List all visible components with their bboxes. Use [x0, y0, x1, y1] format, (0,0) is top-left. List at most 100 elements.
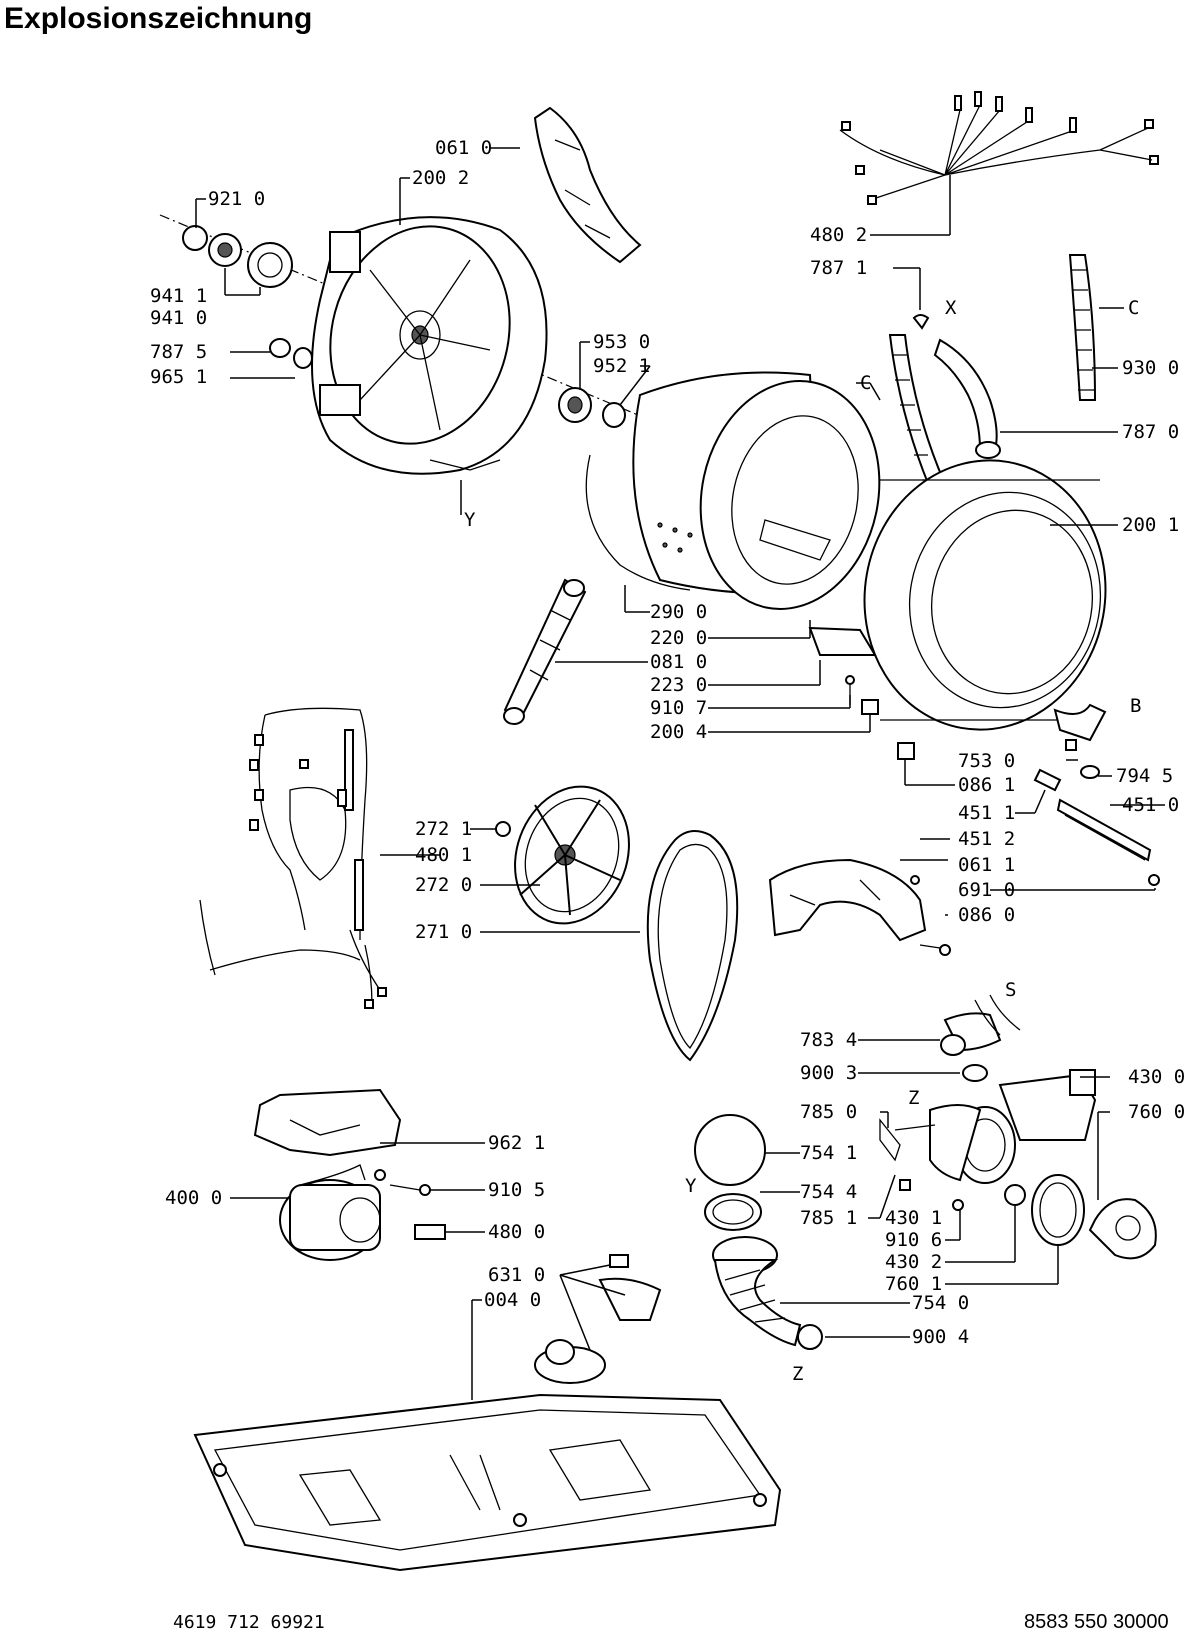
marker-b: B	[1130, 695, 1141, 717]
part-label: 200 4	[650, 721, 707, 743]
latch-631-0	[598, 1277, 662, 1321]
part-label: 061 1	[958, 854, 1015, 876]
main-wiring-harness	[199, 707, 387, 1009]
part-label: 787 0	[1122, 421, 1179, 443]
part-label: 794 5	[1116, 765, 1173, 787]
part-label: 430 2	[885, 1251, 942, 1273]
marker-s: S	[1005, 979, 1016, 1001]
part-label: 480 1	[415, 844, 472, 866]
part-label: 760 0	[1128, 1101, 1185, 1123]
upper-counterweight	[533, 106, 642, 264]
part-label: 480 2	[810, 224, 867, 246]
page-title: Explosionszeichnung	[4, 2, 312, 35]
pump-assembly	[694, 994, 1157, 1350]
fill-hose-part	[1068, 254, 1097, 401]
shock-absorber	[503, 578, 587, 725]
marker-x: X	[945, 297, 957, 319]
seal-ring-part	[293, 347, 313, 369]
part-label: 910 5	[488, 1179, 545, 1201]
part-label: 451 0	[1122, 794, 1179, 816]
bracket-753	[1053, 703, 1107, 742]
part-label: 451 2	[958, 828, 1015, 850]
pulley-nut	[495, 821, 511, 837]
filter-cap-760	[1088, 1198, 1157, 1260]
drum-front-ring	[699, 380, 881, 610]
part-label: 753 0	[958, 750, 1015, 772]
part-label: 921 0	[208, 188, 265, 210]
part-label: 900 3	[800, 1062, 857, 1084]
footer-left-code: 4619 712 69921	[173, 1612, 325, 1632]
part-label: 754 1	[800, 1142, 857, 1164]
cover-962-1	[253, 1088, 402, 1157]
part-label: 451 1	[958, 802, 1015, 824]
leader-lines	[195, 147, 1165, 1400]
part-label: 783 4	[800, 1029, 857, 1051]
clamp-900-3	[962, 1064, 988, 1082]
ball-754-1	[694, 1114, 766, 1186]
part-label: 200 2	[412, 167, 469, 189]
part-label: 754 4	[800, 1181, 857, 1203]
counterweight-061-1	[768, 858, 927, 942]
drain-bellows-part	[933, 338, 998, 451]
part-label: 953 0	[593, 331, 650, 353]
part-label: 272 1	[415, 818, 472, 840]
part-label: 760 1	[885, 1273, 942, 1295]
part-label: 785 1	[800, 1207, 857, 1229]
heater-451	[1056, 798, 1152, 862]
part-label: 952 1	[593, 355, 650, 377]
section-markers: Y X C C B S Z Y Z	[464, 297, 1141, 1385]
outer-bearing-part	[247, 242, 293, 288]
part-label: 941 0	[150, 307, 207, 329]
lower-counterweight	[768, 768, 1160, 956]
part-label: 081 0	[650, 651, 707, 673]
marker-y: Y	[685, 1175, 697, 1197]
part-label: 200 1	[1122, 514, 1179, 536]
motor-assembly	[253, 1088, 446, 1261]
part-label: 430 0	[1128, 1066, 1185, 1088]
part-label: 910 7	[650, 697, 707, 719]
clamp-787-1	[912, 314, 930, 330]
marker-y: Y	[464, 509, 476, 531]
part-label: 271 0	[415, 921, 472, 943]
clamp-part	[269, 338, 291, 358]
front-tub-shell	[863, 459, 1107, 731]
part-label: 754 0	[912, 1292, 969, 1314]
part-label: 787 5	[150, 341, 207, 363]
part-label: 430 1	[885, 1207, 942, 1229]
base-plate	[193, 1254, 782, 1572]
part-label: 930 0	[1122, 357, 1179, 379]
drive-belt	[646, 830, 739, 1062]
part-label: 785 0	[800, 1101, 857, 1123]
lifter-223	[808, 626, 877, 656]
hoses-right	[888, 254, 1097, 502]
pulley-belt	[495, 785, 739, 1062]
part-label: 631 0	[488, 1264, 545, 1286]
part-label: 941 1	[150, 285, 207, 307]
footer-right-code: 8583 550 30000	[1024, 1611, 1169, 1632]
part-label: 787 1	[810, 257, 867, 279]
part-label: 086 0	[958, 904, 1015, 926]
part-label: 962 1	[488, 1132, 545, 1154]
part-label: 220 0	[650, 627, 707, 649]
drum-assembly	[585, 371, 881, 610]
front-tub-assembly	[863, 459, 1107, 779]
part-label: 086 1	[958, 774, 1015, 796]
part-label: 272 0	[415, 874, 472, 896]
circlip-part	[182, 225, 208, 251]
marker-c: C	[860, 372, 871, 394]
part-label: 290 0	[650, 601, 707, 623]
connector-480-0	[414, 1224, 446, 1240]
clip-794	[1080, 765, 1100, 779]
bushing-part	[602, 402, 626, 428]
part-label: 965 1	[150, 366, 207, 388]
base-004-0	[193, 1393, 782, 1572]
marker-z: Z	[792, 1363, 803, 1385]
part-labels: 061 0 200 2 921 0 941 1 941 0 787 5 965 …	[150, 137, 1185, 1348]
upper-wiring-harness	[839, 91, 1159, 205]
part-label: 061 0	[435, 137, 492, 159]
marker-z: Z	[908, 1087, 919, 1109]
part-label: 691 0	[958, 879, 1015, 901]
part-label: 480 0	[488, 1221, 545, 1243]
part-label: 900 4	[912, 1326, 969, 1348]
